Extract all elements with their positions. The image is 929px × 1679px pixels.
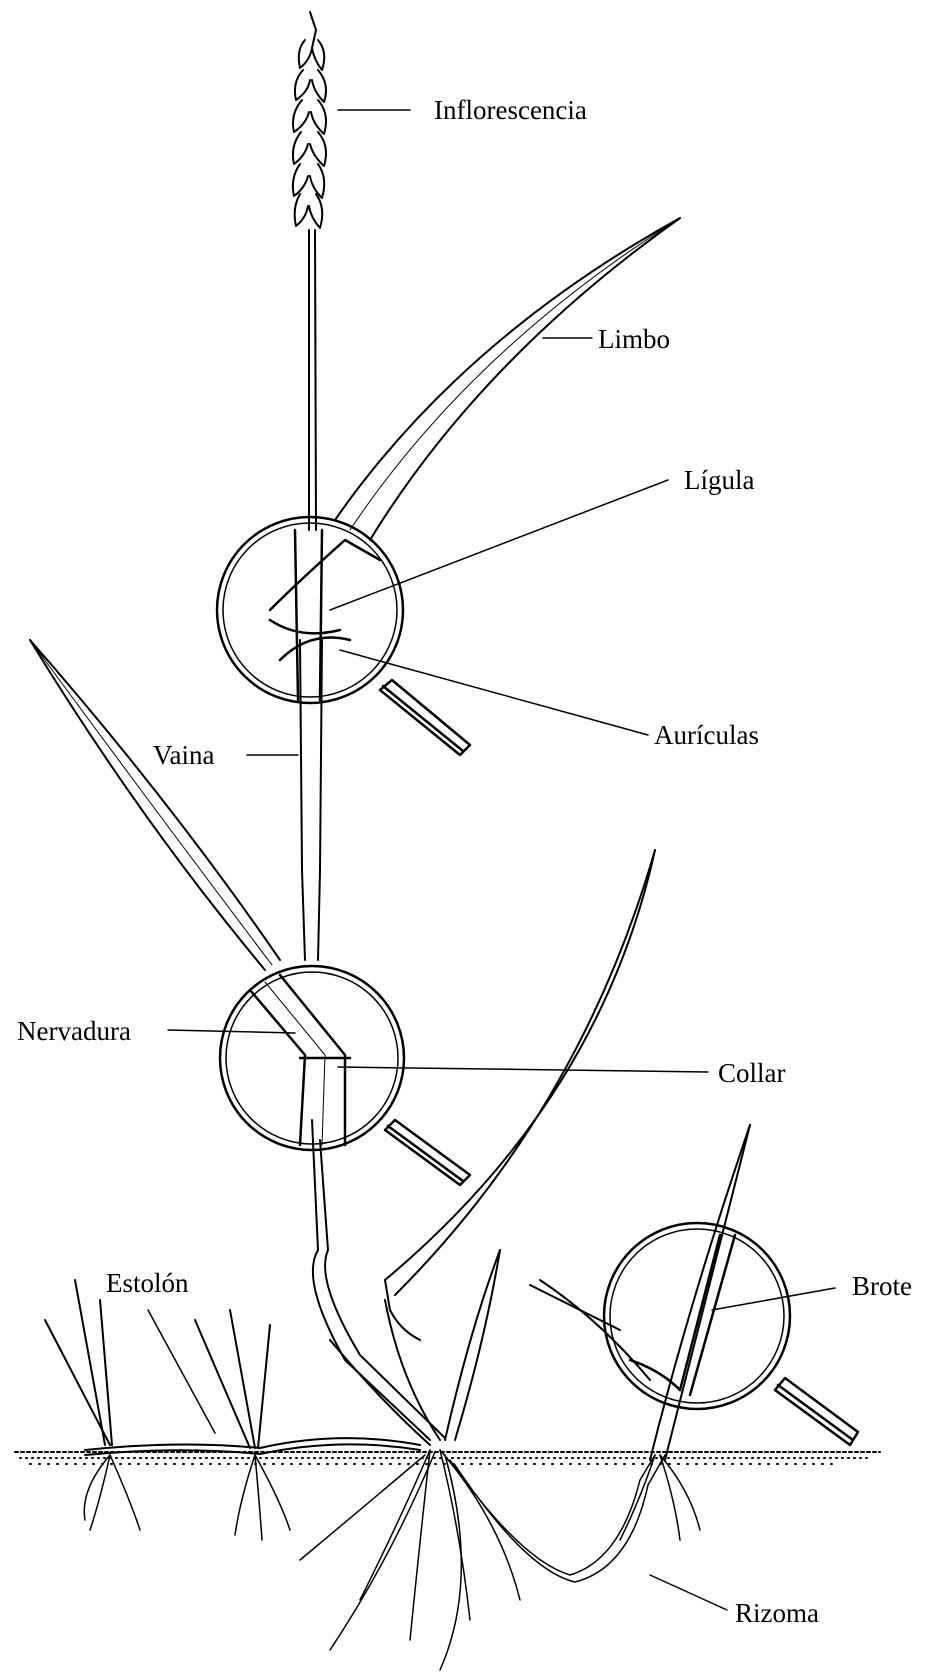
label-vaina: Vaina <box>153 742 214 769</box>
label-ligula: Lígula <box>684 467 754 494</box>
middle-left-leaf-blade <box>30 640 280 970</box>
label-limbo: Limbo <box>598 326 670 353</box>
magnifier-ligule <box>217 517 470 755</box>
label-collar: Collar <box>718 1060 786 1087</box>
magnifier-shoot <box>604 1223 858 1445</box>
upper-leaf-blade <box>335 218 680 540</box>
label-inflorescencia: Inflorescencia <box>434 97 587 124</box>
label-nervadura: Nervadura <box>17 1018 131 1045</box>
root-system <box>84 1450 700 1670</box>
leader-lines <box>148 110 835 1610</box>
label-estolon: Estolón <box>106 1270 189 1297</box>
magnifier-collar <box>220 966 470 1185</box>
inflorescence-spike <box>293 12 326 228</box>
label-brote: Brote <box>852 1273 912 1300</box>
stolon <box>45 1280 420 1455</box>
label-rizoma: Rizoma <box>735 1600 819 1627</box>
basal-leaves <box>330 1250 620 1445</box>
label-auriculas: Aurículas <box>654 722 759 749</box>
lower-curved-leaf <box>385 850 655 1340</box>
